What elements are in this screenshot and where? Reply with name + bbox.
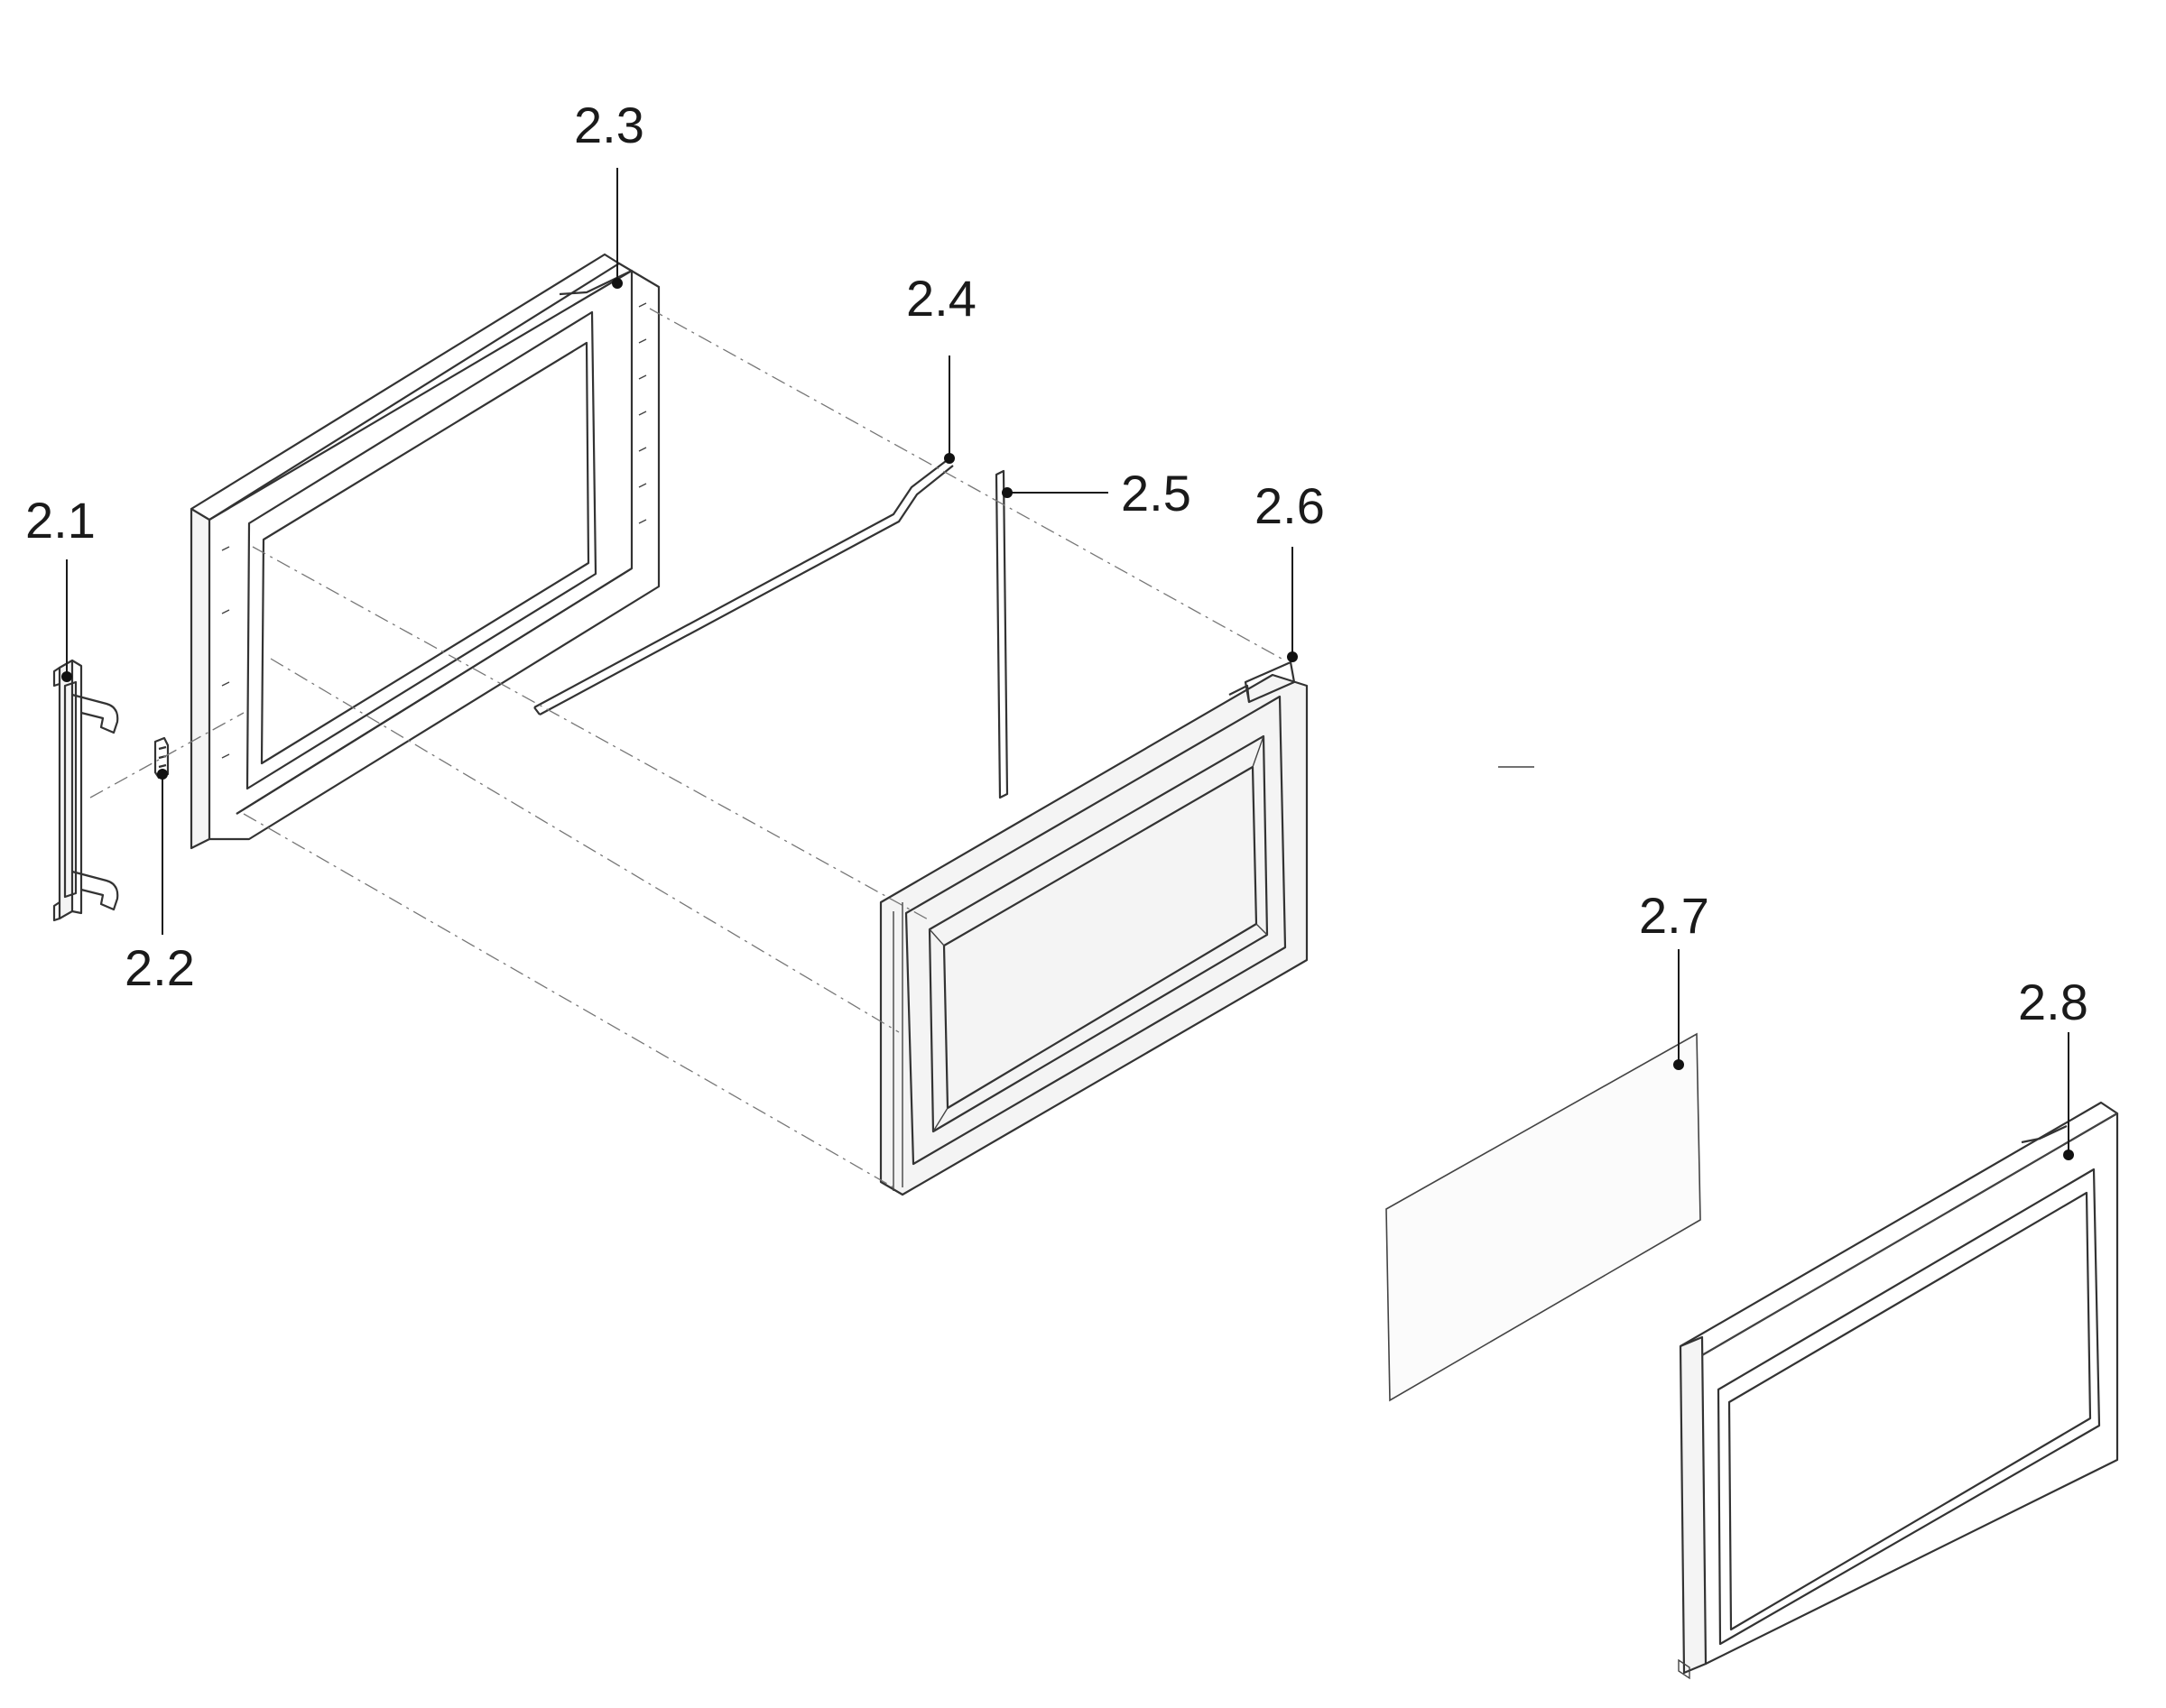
label-part-2-6: 2.6 bbox=[1254, 477, 1325, 534]
assembly-guide-lines bbox=[89, 308, 1534, 1188]
part-2-6-choke-frame bbox=[879, 660, 1309, 1196]
label-part-2-1: 2.1 bbox=[25, 492, 96, 549]
label-part-2-5: 2.5 bbox=[1121, 465, 1191, 522]
part-2-8-inner-frame bbox=[1678, 1101, 2119, 1680]
label-part-2-4: 2.4 bbox=[906, 270, 977, 327]
label-part-2-2: 2.2 bbox=[125, 939, 195, 996]
part-2-7-glass-pane bbox=[1385, 1032, 1701, 1402]
part-2-5-pin bbox=[995, 469, 1009, 799]
part-2-4-rod bbox=[533, 457, 954, 716]
label-part-2-3: 2.3 bbox=[574, 97, 644, 153]
leader-lines bbox=[61, 168, 2074, 1160]
part-2-1-latch-hook bbox=[52, 659, 119, 922]
label-part-2-8: 2.8 bbox=[2018, 974, 2088, 1030]
label-part-2-7: 2.7 bbox=[1639, 887, 1709, 944]
